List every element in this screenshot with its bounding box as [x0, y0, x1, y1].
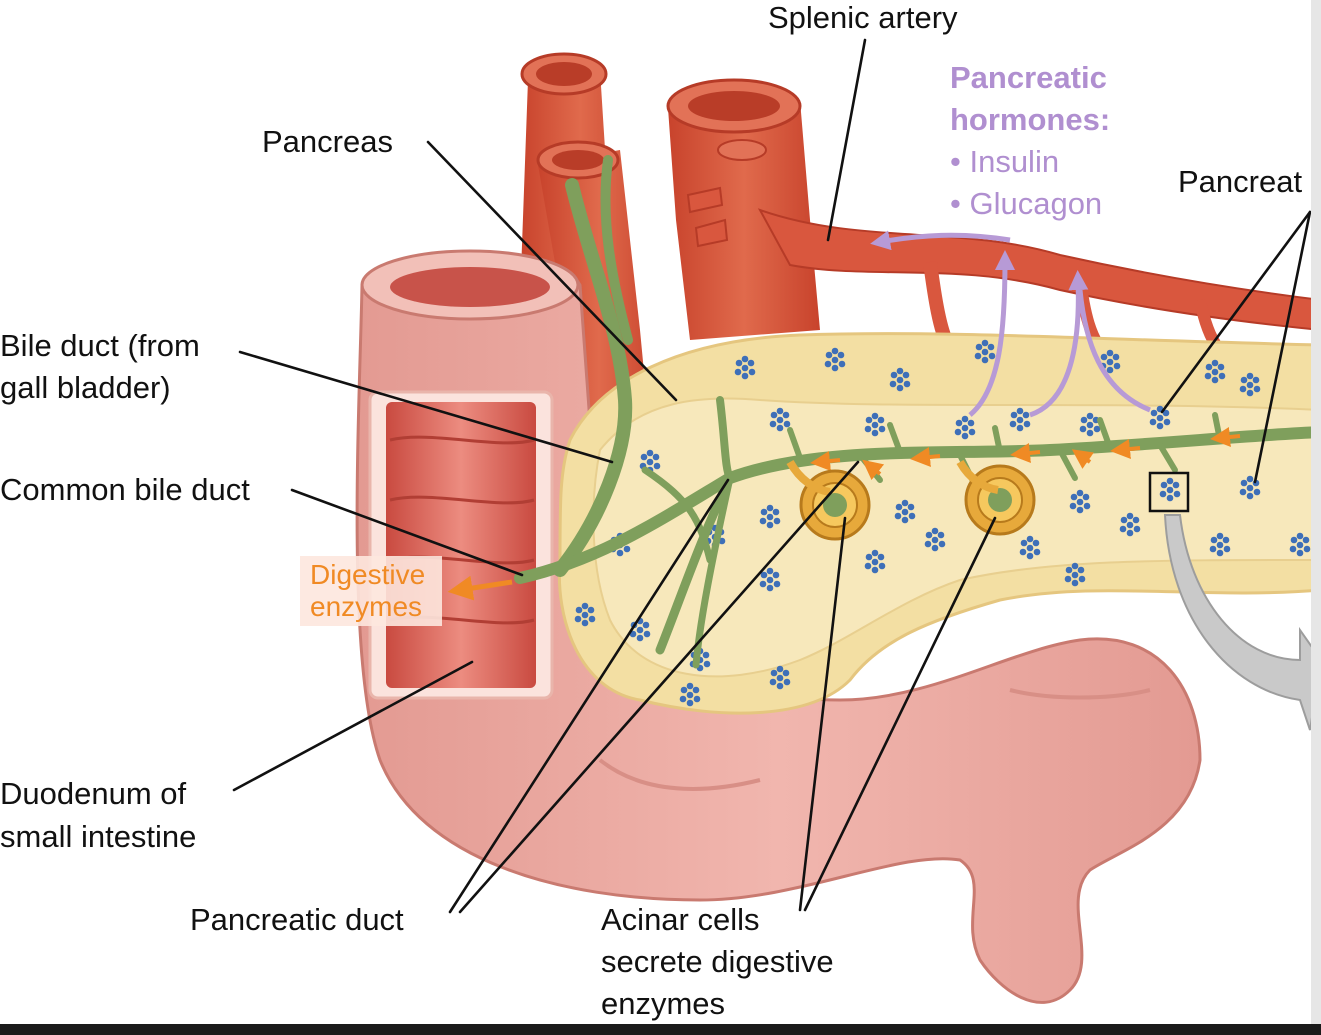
right-edge-strip	[1311, 0, 1321, 1035]
islet-cluster	[1149, 405, 1171, 430]
islet-cluster	[1064, 562, 1086, 587]
digestive-enzymes-label-2: enzymes	[310, 591, 422, 622]
islet-cluster	[574, 602, 596, 627]
pancreatic-duct-label: Pancreatic duct	[190, 902, 404, 937]
main-pancreatic-duct	[514, 426, 1321, 584]
islet-cluster	[734, 355, 756, 380]
hormone-arrows	[870, 230, 1151, 418]
islet-cluster	[1079, 412, 1101, 437]
digestive-enzymes-label-1: Digestive	[310, 559, 425, 590]
hormone-insulin: • Insulin	[950, 144, 1059, 179]
islet-cluster	[889, 367, 911, 392]
islet-cluster	[1209, 532, 1231, 557]
islet-cluster	[1204, 359, 1226, 384]
islet-cluster	[824, 347, 846, 372]
acinar-cells-label-2: secrete digestive	[601, 944, 834, 979]
islet-cluster	[864, 412, 886, 437]
islet-cluster	[974, 339, 996, 364]
hormones-heading-1: Pancreatic	[950, 60, 1107, 95]
duct-system	[514, 155, 1321, 669]
islet-zoom-box	[1148, 471, 1190, 513]
digestive-enzymes-callout: Digestive enzymes	[300, 556, 513, 626]
pancreas-label: Pancreas	[262, 124, 393, 159]
acinar-cells-label-3: enzymes	[601, 986, 725, 1021]
pancreatic-islets-label: Pancreat	[1178, 164, 1302, 199]
islet-cluster	[1019, 535, 1041, 560]
labels: Splenic artery Pancreas Bile duct (from …	[0, 0, 1302, 1021]
islet-cluster	[1239, 372, 1261, 397]
islet-cluster	[1069, 489, 1091, 514]
duodenum-label-1: Duodenum of	[0, 776, 187, 811]
islet-cluster	[864, 549, 886, 574]
hormones-heading-2: hormones:	[950, 102, 1110, 137]
islet-cluster	[759, 504, 781, 529]
islet-cluster	[1289, 532, 1311, 557]
splenic-artery-label: Splenic artery	[768, 0, 958, 35]
islet-cluster	[639, 449, 661, 474]
bottom-edge-strip	[0, 1024, 1321, 1035]
islet-cluster	[1119, 512, 1141, 537]
islet-cluster	[769, 665, 791, 690]
leader-lines	[232, 38, 1312, 914]
islet-cluster	[759, 567, 781, 592]
islet-cluster	[1009, 407, 1031, 432]
islet-cluster	[1159, 477, 1181, 502]
bile-duct-label-1: Bile duct (from	[0, 328, 200, 363]
celiac-trunk	[668, 100, 820, 340]
acinar-cells-label-1: Acinar cells	[601, 902, 760, 937]
islet-cluster	[924, 527, 946, 552]
islet-cluster	[954, 415, 976, 440]
common-bile-duct-label: Common bile duct	[0, 472, 250, 507]
acinar-cells	[786, 459, 1036, 541]
islet-cluster	[894, 499, 916, 524]
islet-cluster	[679, 682, 701, 707]
hormone-glucagon: • Glucagon	[950, 186, 1102, 221]
bile-duct	[553, 178, 633, 577]
bile-duct-label-2: gall bladder)	[0, 370, 171, 405]
pancreas-body	[557, 332, 1321, 715]
islet-cluster	[769, 407, 791, 432]
duodenum-label-2: small intestine	[0, 819, 196, 854]
